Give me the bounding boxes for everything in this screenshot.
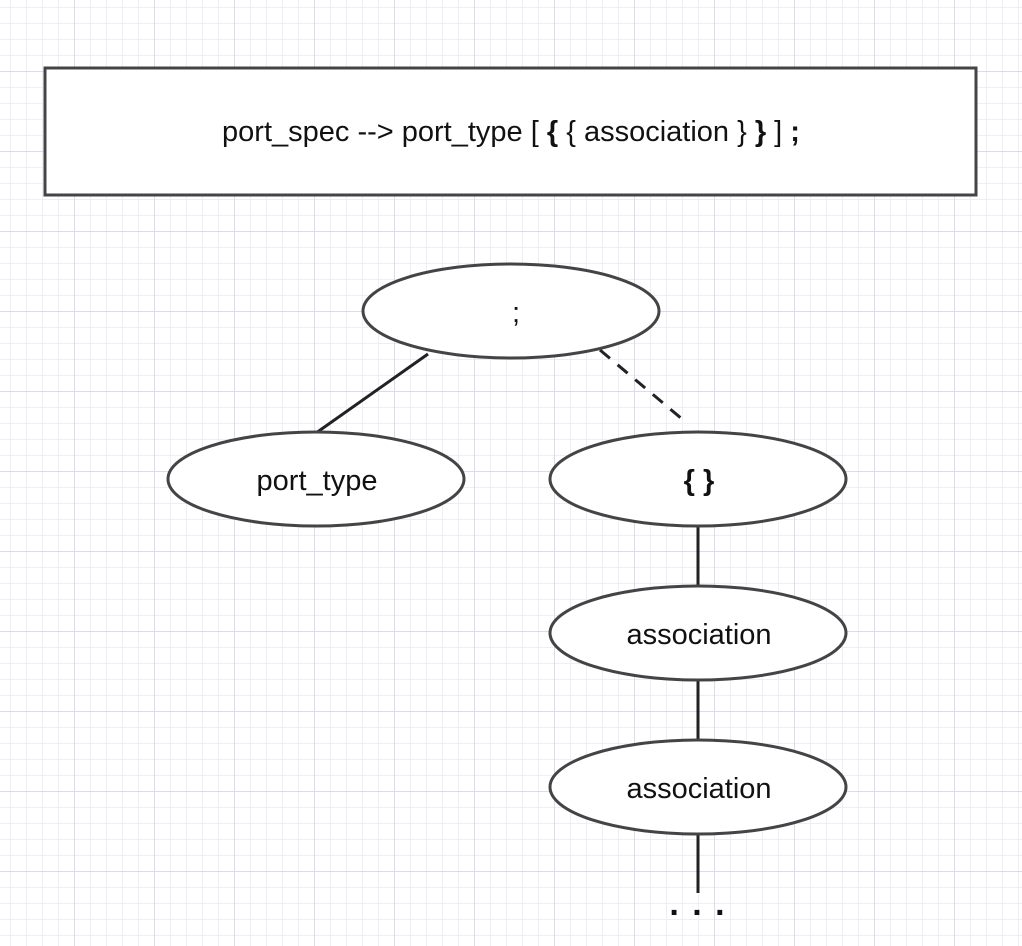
production-rule-frame xyxy=(43,66,978,197)
continuation-ellipsis: . . . xyxy=(669,885,726,923)
port-type-label: port_type xyxy=(257,465,378,497)
edge-root-to-port-type xyxy=(315,352,429,435)
root-node-ellipse xyxy=(361,262,661,360)
port-type-ellipse xyxy=(166,430,466,528)
association-2-ellipse xyxy=(548,738,848,836)
association-node-2: association xyxy=(548,738,848,836)
braces-label: { } xyxy=(684,465,715,497)
production-rule-text: port_spec --> port_type [ { { associatio… xyxy=(222,116,800,148)
production-close-brace: } xyxy=(755,116,766,148)
production-middle: { association } xyxy=(558,116,755,148)
root-node: ; xyxy=(361,262,661,360)
production-suffix-bracket: ] xyxy=(766,116,790,148)
production-open-brace: { xyxy=(547,116,558,148)
association-1-ellipse xyxy=(548,584,848,682)
association-1-label: association xyxy=(626,619,771,651)
association-node-1: association xyxy=(548,584,848,682)
association-2-label: association xyxy=(626,773,771,805)
production-prefix: port_spec --> port_type [ xyxy=(222,116,547,148)
edge-root-to-braces-optional xyxy=(599,348,689,426)
production-rule-box: port_spec --> port_type [ { { associatio… xyxy=(43,66,978,197)
root-node-label: ; xyxy=(512,297,520,329)
production-semicolon: ; xyxy=(790,116,800,148)
port-type-node: port_type xyxy=(166,430,466,528)
braces-node: { } xyxy=(548,430,848,528)
braces-ellipse xyxy=(548,430,848,528)
